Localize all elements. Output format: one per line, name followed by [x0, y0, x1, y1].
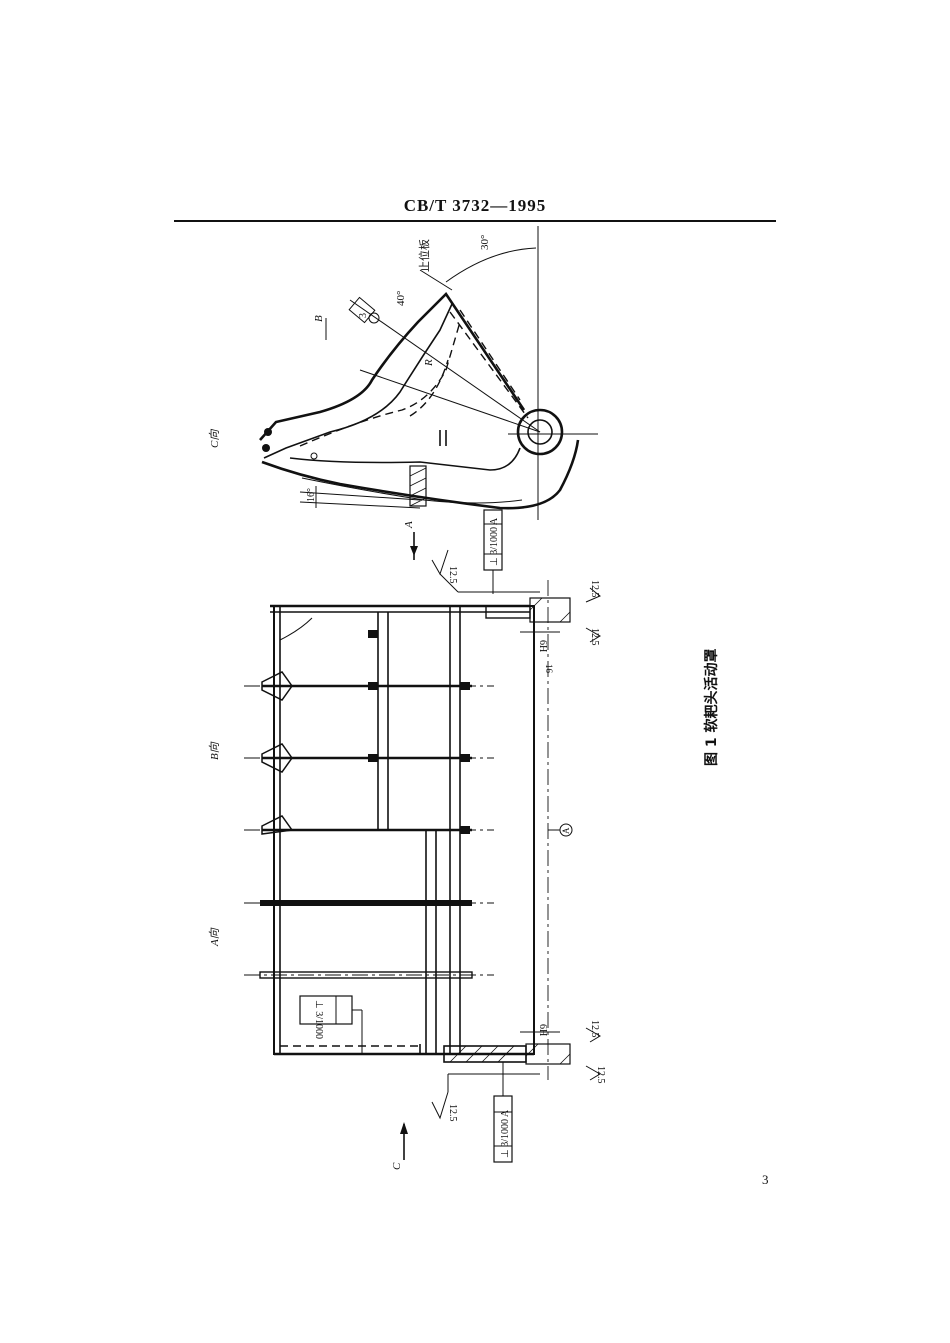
perpendicularity-tolerance-bottom: ⊥ 3/1000 A: [500, 1109, 511, 1158]
angle-16-label: 16°: [306, 488, 317, 502]
roughness-label-3: 12.5: [589, 628, 600, 646]
perpendicularity-tolerance-left: ⊥ 3/1000: [313, 1000, 324, 1039]
header-rule: [174, 220, 776, 222]
roughness-label-1: 12.5: [447, 566, 458, 584]
radius-label: R: [423, 359, 435, 367]
roughness-label-6: 12.5: [447, 1104, 458, 1122]
fit-6h-top: 6H: [537, 640, 548, 652]
small-16-label: 16: [544, 664, 554, 674]
view-b-label: B向: [208, 741, 221, 760]
side-view: [259, 226, 598, 520]
pivot-hub: [516, 408, 564, 456]
roughness-label-2: 12.5: [589, 580, 600, 598]
svg-text:⊥ 3/1000 A: ⊥ 3/1000 A: [489, 517, 500, 566]
datum-a-label: A: [561, 827, 571, 834]
plan-view: [244, 580, 601, 1163]
figure-caption: 图 1 软耙头活动罩: [703, 649, 720, 767]
perpendicularity-tolerance-top: ⊥ 3/1000 A: [483, 509, 503, 594]
roughness-label-5: 12.5: [595, 1066, 606, 1084]
angle-30-label: 30°: [479, 235, 491, 250]
page-number: 3: [762, 1172, 769, 1187]
standard-code: CB/T 3732—1995: [403, 196, 547, 215]
angle-40-label: 40°: [395, 291, 407, 306]
view-a-label: A向: [208, 927, 221, 947]
arrow-b-label: B: [313, 315, 325, 322]
stop-plate-label: 止位板: [417, 239, 431, 272]
box-3-label: 3: [358, 313, 369, 318]
view-c-label: C向: [208, 429, 221, 448]
roughness-label-4: 12.5: [589, 1020, 600, 1038]
arrow-c-label: C: [391, 1162, 403, 1170]
fit-6h-bottom: 6H: [537, 1024, 548, 1036]
arrow-a-label: A: [403, 521, 415, 529]
